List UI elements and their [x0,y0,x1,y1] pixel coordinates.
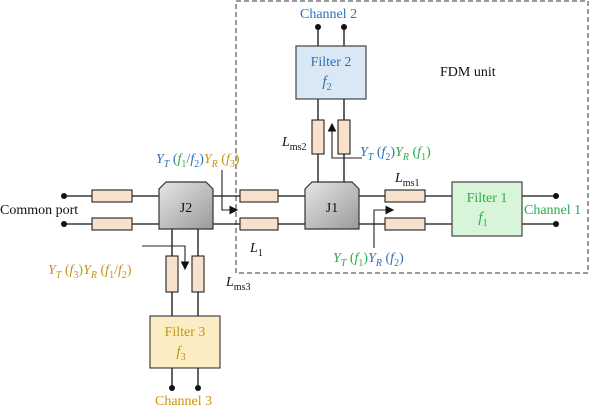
junction-j1: J1 [304,181,360,230]
filter-1-frequency: f1 [478,210,487,229]
common-port-line-top [91,189,133,203]
channel1-label: Channel 1 [524,203,581,218]
filter-3: Filter 3 f3 [149,315,221,369]
lms1-label: Lms1 [394,171,419,189]
lms2-label: Lms2 [281,135,306,153]
lms3-label: Lms3 [225,275,250,293]
channel2-wires [315,24,347,46]
common-port-line-bottom [91,217,133,231]
channel3-wires [169,368,201,391]
filter-3-frequency: f3 [176,344,185,363]
l1-label: L1 [249,241,263,259]
common-port-wires [61,189,159,231]
admittance-bottom-j1: YT (f1)YR (f2) [333,251,404,269]
lms2-line [311,99,351,182]
filter-1-name: Filter 1 [467,191,508,206]
lms1-line [359,189,452,231]
junction-j1-label: J1 [326,201,338,216]
filter-2-frequency: f2 [322,74,331,93]
channel2-label: Channel 2 [300,7,357,22]
filter-2-name: Filter 2 [311,55,352,70]
admittance-top-j2: YT (f1/f2)YR (f3) [156,152,240,170]
filter-2: Filter 2 f2 [295,45,367,100]
admittance-arrows [142,122,395,271]
common-port-label: Common port [0,203,78,218]
admittance-bottom-j2: YT (f3)YR (f1/f2) [48,263,132,281]
l1-line [213,189,305,231]
channel3-label: Channel 3 [155,394,212,409]
lms3-line [165,229,205,316]
fdm-unit-boundary [235,0,589,274]
fdm-unit-label: FDM unit [440,65,496,80]
junction-j2-label: J2 [180,201,192,216]
junction-j2: J2 [158,181,214,230]
channel1-wires [522,193,559,227]
admittance-top-j1: YT (f2)YR (f1) [360,145,431,163]
filter-1: Filter 1 f1 [451,181,523,237]
filter-3-name: Filter 3 [165,325,206,340]
